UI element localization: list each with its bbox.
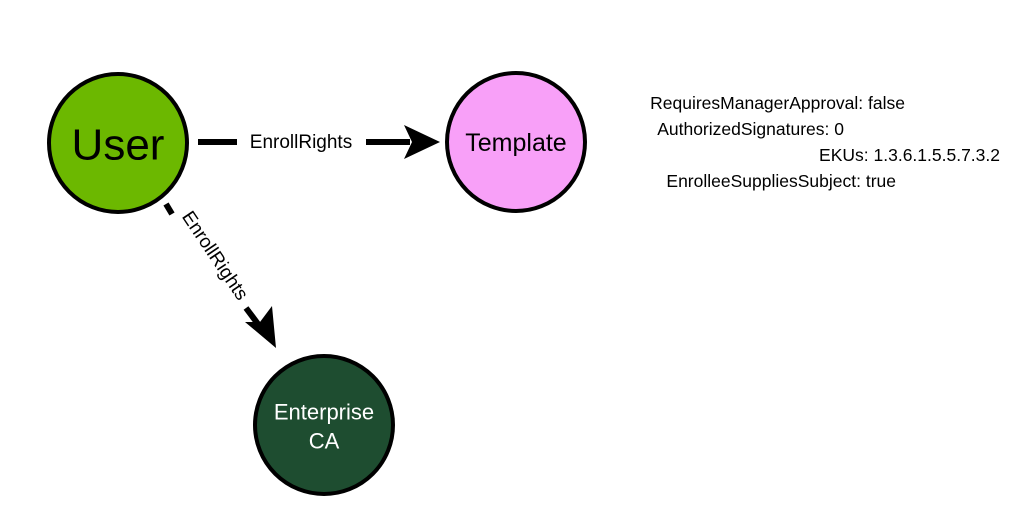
edge-line — [243, 306, 261, 326]
edge-user-to-enterprise-ca: EnrollRights — [163, 202, 276, 348]
property-line: RequiresManagerApproval: false — [650, 93, 905, 113]
node-label-line2: CA — [309, 429, 340, 454]
template-properties: RequiresManagerApproval: false Authorize… — [650, 93, 1000, 191]
node-circle — [47, 72, 189, 214]
property-line: EnrolleeSuppliesSubject: true — [666, 171, 896, 191]
arrowhead-icon — [245, 306, 276, 348]
node-label-line1: Enterprise — [274, 400, 374, 425]
property-line: AuthorizedSignatures: 0 — [657, 119, 844, 139]
property-line: EKUs: 1.3.6.1.5.5.7.3.2 — [819, 145, 1000, 165]
edge-label: EnrollRights — [177, 208, 252, 305]
node-circle — [253, 354, 395, 496]
edge-user-to-template: EnrollRights — [198, 125, 440, 159]
node-enterprise-ca[interactable]: Enterprise CA — [253, 354, 395, 496]
arrowhead-icon — [404, 125, 440, 159]
edge-label: EnrollRights — [250, 132, 352, 153]
node-template[interactable]: Template — [445, 71, 587, 213]
node-label: User — [72, 121, 165, 170]
edge-line — [163, 202, 175, 216]
node-user[interactable]: User — [47, 72, 189, 214]
node-circle — [445, 71, 587, 213]
node-label: Template — [465, 129, 566, 157]
